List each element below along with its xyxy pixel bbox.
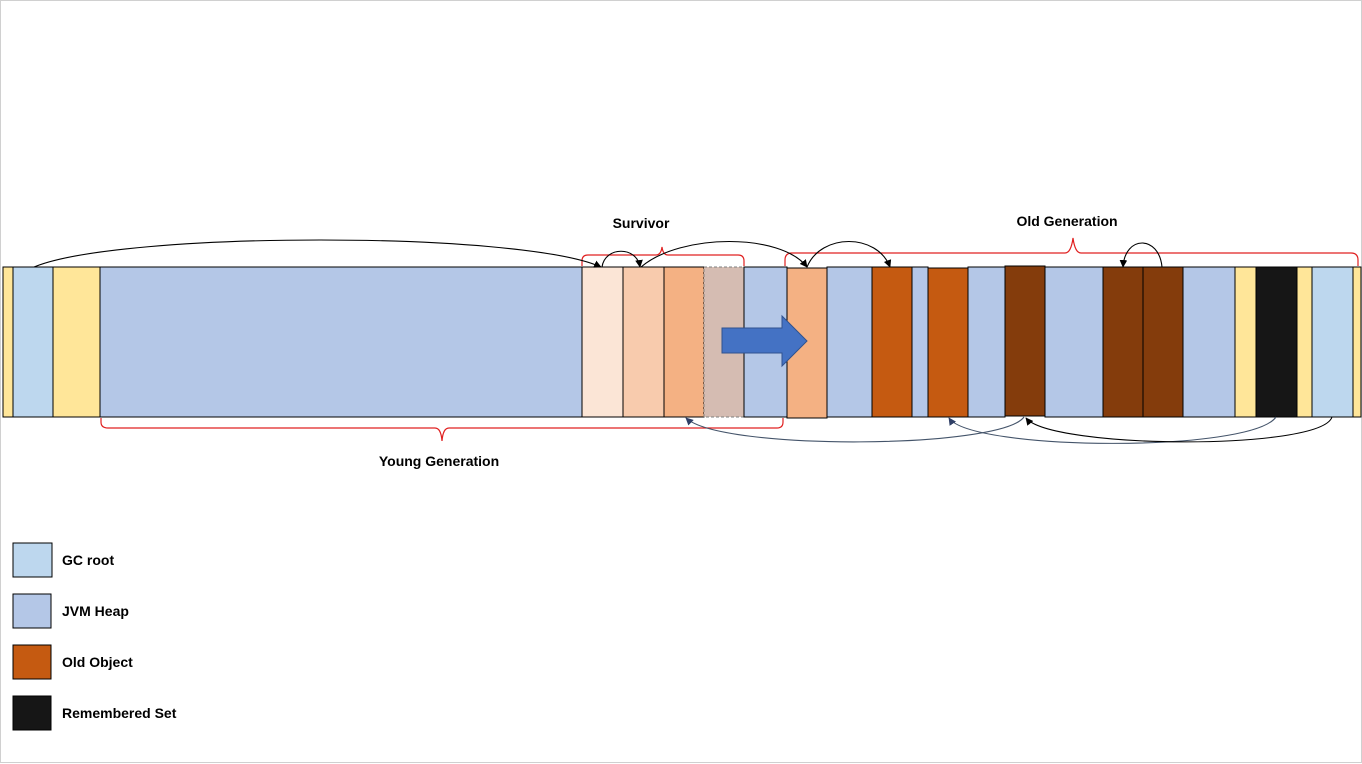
legend-item-gc-root: GC root	[12, 542, 114, 578]
jvm-heap-gap-5	[1044, 266, 1104, 418]
legend-swatch-old-object	[12, 644, 52, 680]
jvm-heap-gap-4	[967, 266, 1006, 418]
ref-arrow-gcroot-to-old-dark	[1025, 416, 1333, 443]
survivor-block-2	[622, 266, 665, 418]
old-object-block-2	[927, 267, 969, 418]
survivor-block-3	[663, 266, 705, 418]
legend-label-old-object: Old Object	[62, 654, 133, 670]
rs-arrow-remset-to-old	[948, 416, 1277, 444]
old-object-dark-block-2	[1102, 266, 1144, 418]
jvm-heap-gap-3	[911, 266, 929, 418]
legend-item-remembered-set: Remembered Set	[12, 695, 177, 731]
legend-label-jvm-heap: JVM Heap	[62, 603, 129, 619]
jvm-heap-gap-2	[826, 266, 873, 418]
young-generation-brace	[100, 418, 784, 442]
yellow-region-right-edge	[1352, 266, 1362, 418]
ref-arrow-promoted-to-old	[806, 240, 892, 268]
survivor-block-1	[581, 266, 624, 418]
old-object-dark-block-3	[1142, 266, 1184, 418]
old-generation-brace	[784, 237, 1359, 266]
old-object-block-1	[871, 266, 913, 418]
remembered-set-block	[1255, 266, 1298, 418]
yellow-region-right-2	[1296, 266, 1313, 418]
legend-swatch-remembered-set	[12, 695, 52, 731]
gc-root-block-left	[12, 266, 54, 418]
legend-item-jvm-heap: JVM Heap	[12, 593, 129, 629]
ref-arrow-survivor-to-promoted	[640, 240, 808, 268]
promotion-arrow	[721, 314, 808, 368]
yellow-region-left-edge	[2, 266, 14, 418]
legend-item-old-object: Old Object	[12, 644, 133, 680]
legend-label-remembered-set: Remembered Set	[62, 705, 177, 721]
survivor-label: Survivor	[613, 215, 670, 231]
legend-label-gc-root: GC root	[62, 552, 114, 568]
old-generation-label: Old Generation	[1016, 213, 1117, 229]
heap-strip	[2, 265, 1362, 419]
rs-arrow-old-to-young	[685, 416, 1025, 443]
young-generation-label: Young Generation	[379, 453, 499, 469]
old-object-dark-block-1	[1004, 265, 1046, 417]
yellow-region-right-1	[1234, 266, 1257, 418]
legend: GC root JVM Heap Old Object Remembered S…	[12, 542, 177, 731]
survivor-brace	[581, 246, 745, 266]
legend-swatch-gc-root	[12, 542, 53, 578]
gc-root-block-right	[1311, 266, 1354, 418]
jvm-heap-eden	[99, 266, 583, 418]
ref-arrow-old-dark-loop	[1119, 242, 1163, 268]
reference-arrows-top	[33, 239, 1163, 268]
legend-swatch-jvm-heap	[12, 593, 52, 629]
reference-arrows-bottom	[685, 416, 1333, 444]
ref-arrow-survivor-to-survivor	[601, 250, 643, 268]
ref-arrow-gcroot-to-survivor	[33, 239, 602, 268]
yellow-region-left	[52, 266, 101, 418]
jvm-heap-gap-6	[1182, 266, 1236, 418]
